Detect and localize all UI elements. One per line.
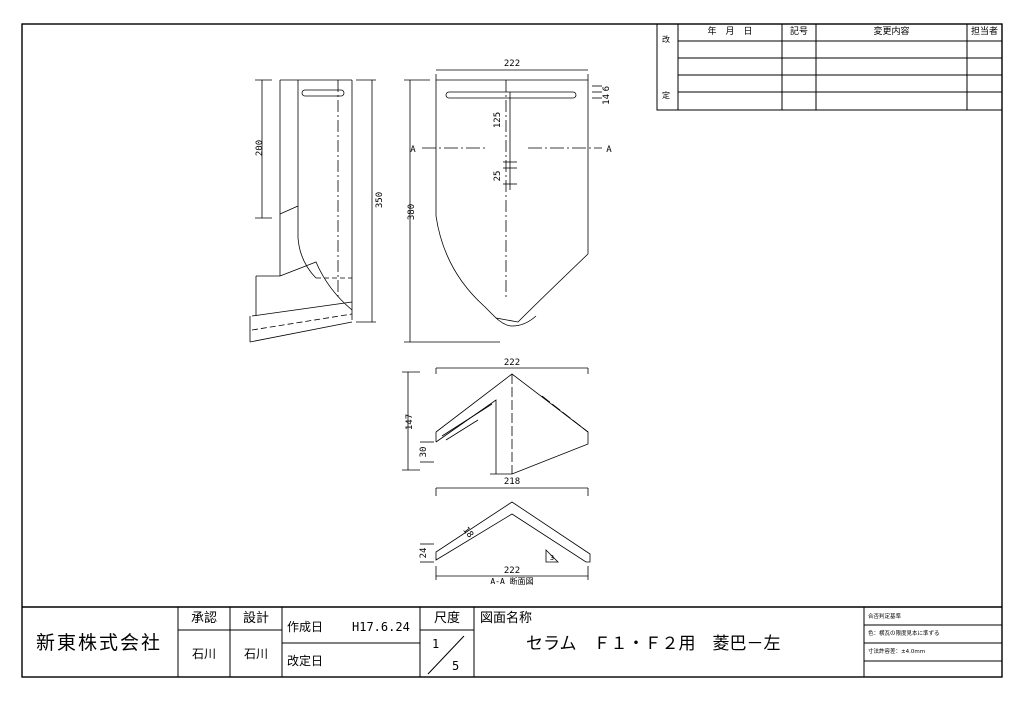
designer-name: 石川	[243, 647, 268, 661]
revision-header-symbol: 記号	[789, 27, 808, 37]
front-view	[404, 69, 602, 343]
scale-denominator: 5	[452, 659, 460, 673]
dim-front-125: 125	[493, 112, 503, 128]
dim-end-height: 147	[405, 414, 415, 430]
dim-end-width: 222	[504, 358, 520, 368]
section-caption: A-A 断面図	[490, 577, 534, 586]
revision-side-label-bottom: 定	[662, 91, 670, 100]
revision-side-label-top: 改	[662, 35, 670, 44]
revision-header-content: 変更内容	[873, 27, 910, 37]
criteria-color: 色：横瓦の限度見本に準ずる	[868, 631, 940, 637]
criteria-title: 合否判定基準	[868, 614, 902, 620]
dim-front-25: 25	[493, 171, 503, 182]
scale-numerator: 1	[432, 637, 440, 651]
approve-label: 承認	[190, 611, 217, 626]
revised-label: 改定日	[287, 654, 324, 668]
drawing-name-label: 図面名称	[480, 611, 533, 626]
dim-sec-small: 3	[550, 554, 554, 562]
sheet-border	[21, 23, 1003, 678]
section-view	[420, 487, 591, 580]
side-view	[249, 79, 376, 343]
dim-side-200: 200	[255, 140, 265, 156]
drawing-name: セラム Ｆ１・Ｆ２用 菱巴－左	[526, 634, 781, 654]
dim-sec-24: 24	[419, 548, 429, 559]
section-mark-left: A	[410, 145, 416, 155]
revision-table	[656, 23, 1003, 111]
dim-side-350: 350	[375, 192, 385, 208]
section-mark-right: A	[606, 145, 612, 155]
design-label: 設計	[242, 611, 269, 626]
scale-label: 尺度	[433, 611, 460, 626]
dim-end-30: 30	[419, 447, 429, 458]
approver-name: 石川	[191, 647, 216, 661]
criteria-tolerance: 寸法許容差：±4.0mm	[868, 649, 926, 655]
revision-header-person: 担当者	[970, 27, 998, 37]
dimension-labels: 222 6 14 125 25 380 A A 200 350 222 147 …	[255, 59, 612, 576]
title-block-grid	[22, 606, 1002, 677]
dim-sec-width: 222	[504, 566, 520, 576]
created-date: H17.6.24	[352, 620, 410, 634]
dim-front-width: 222	[504, 59, 520, 69]
revision-header-date: 年 月 日	[707, 27, 753, 37]
dim-front-height: 380	[407, 204, 417, 220]
dim-front-slot: 14	[602, 94, 612, 105]
dim-end-bottom-width: 218	[504, 477, 520, 487]
company-name: 新東株式会社	[36, 632, 163, 654]
end-view	[402, 367, 589, 475]
created-label: 作成日	[287, 620, 324, 634]
dim-front-top-gap: 6	[602, 86, 612, 91]
